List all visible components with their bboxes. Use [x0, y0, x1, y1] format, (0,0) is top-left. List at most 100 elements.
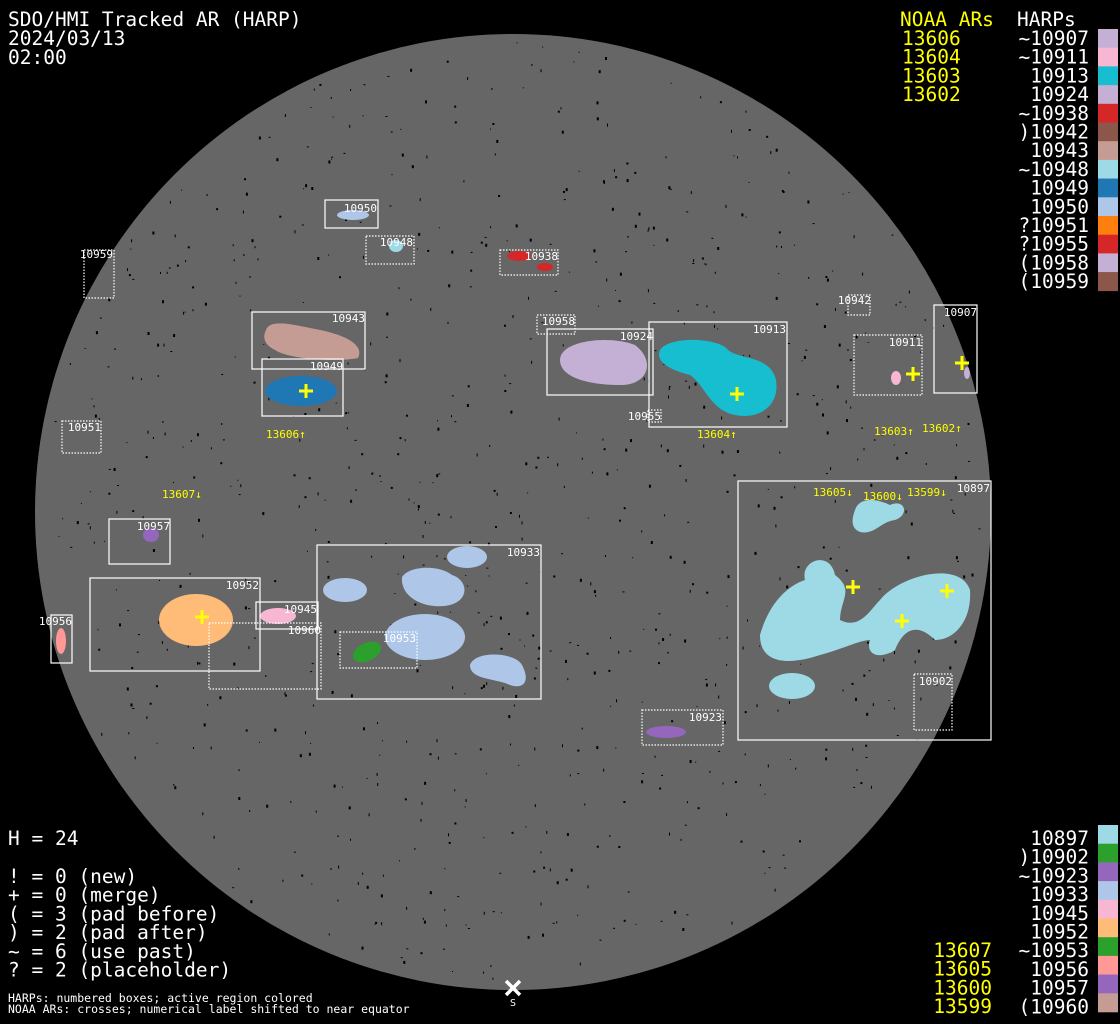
noaa-label-13605: 13605↓	[813, 486, 853, 499]
harp-box-10942[interactable]: 10942	[838, 294, 871, 316]
footer-note-harps: HARPs: numbered boxes; active region col…	[8, 991, 313, 1005]
harp-box-label: 10957	[137, 520, 170, 533]
harp-box-10948[interactable]: 10948	[365, 235, 415, 265]
harp-legend-label: ~10923	[1019, 864, 1089, 887]
region-10957	[143, 528, 159, 542]
harp-box-label: 10951	[68, 421, 101, 434]
region-10952	[159, 594, 233, 646]
harp-color-swatch	[1098, 825, 1118, 844]
harp-box-10959[interactable]: 10959	[80, 248, 115, 299]
status-count-line: ( = 3 (pad before)	[8, 902, 219, 925]
harp-legend-label: (10960	[1019, 995, 1089, 1018]
noaa-legend-item: 13605	[933, 958, 992, 981]
harp-color-swatch	[1098, 937, 1118, 957]
harp-box-label: 10923	[689, 711, 722, 724]
harp-legend-label: 10897	[1030, 827, 1089, 850]
region-10907	[964, 367, 970, 379]
harp-box-10911[interactable]: 10911	[853, 334, 923, 396]
region-10897	[760, 560, 971, 661]
harp-color-swatch	[1098, 272, 1118, 292]
region-10911	[891, 371, 901, 385]
noaa-label-13606: 13606↑	[266, 428, 306, 441]
harp-box-10924[interactable]: 10924	[546, 328, 654, 396]
page-title: SDO/HMI Tracked AR (HARP)	[8, 8, 302, 31]
harp-box-10933[interactable]: 10933	[316, 544, 542, 700]
harp-box-10952[interactable]: 10952	[89, 577, 261, 672]
harp-box-10955[interactable]: 10955	[628, 409, 662, 423]
harp-color-swatch	[1098, 47, 1118, 67]
noaa-label-13604: 13604↑	[697, 428, 737, 441]
harp-box-label: 10960	[288, 624, 321, 637]
harp-color-swatch	[1098, 103, 1118, 123]
harp-legend-label: ~10907	[1019, 27, 1089, 50]
harp-box-label: 10956	[39, 615, 72, 628]
region-10953	[352, 641, 382, 663]
region-10933	[470, 654, 526, 687]
noaa-cross-icon	[940, 584, 954, 598]
harp-box-label: 10907	[944, 306, 977, 319]
harp-box-10945[interactable]: 10945	[255, 601, 319, 630]
harp-box-10902[interactable]: 10902	[913, 673, 953, 731]
harp-box-label: 10952	[226, 579, 259, 592]
harp-box-label: 10902	[919, 675, 952, 688]
harp-boxes: 10950 10948 10959 10938 10943 10949 1095…	[39, 199, 992, 746]
date-label: 2024/03/13	[8, 27, 125, 50]
harp-box-10938[interactable]: 10938	[499, 249, 559, 276]
harp-box-label: 10950	[344, 202, 377, 215]
harp-box-10923[interactable]: 10923	[641, 709, 724, 746]
harp-box-10950[interactable]: 10950	[324, 199, 379, 229]
harp-legend-label: ?10951	[1019, 214, 1089, 237]
noaa-crosses	[195, 356, 969, 628]
region-10956	[56, 628, 66, 654]
harp-box-label: 10938	[525, 250, 558, 263]
noaa-cross-icon	[895, 614, 909, 628]
magnetogram-speckles	[54, 42, 981, 980]
region-10924	[560, 340, 647, 385]
noaa-legend-item: 13602	[902, 83, 961, 106]
status-count-line: ~ = 6 (use past)	[8, 940, 196, 963]
harp-box-10913[interactable]: 10913	[648, 321, 788, 428]
status-count-line: + = 0 (merge)	[8, 884, 161, 907]
noaa-label-13603: 13603↑	[874, 425, 914, 438]
harp-box-10897[interactable]: 10897	[737, 480, 992, 741]
region-10897	[769, 673, 815, 699]
harp-box-label: 10949	[310, 360, 343, 373]
harp-box-10953[interactable]: 10953	[339, 631, 418, 669]
region-10950	[337, 210, 369, 220]
harp-legend-label: 10933	[1030, 883, 1089, 906]
harp-color-swatch	[1098, 974, 1118, 994]
harp-color-swatch	[1098, 141, 1118, 161]
harp-box-10907[interactable]: 10907	[933, 304, 978, 394]
harp-color-swatch	[1098, 253, 1118, 273]
noaa-label-13599: 13599↓	[907, 486, 947, 499]
harp-box-label: 10945	[284, 603, 317, 616]
harp-box-label: 10911	[889, 336, 922, 349]
harp-legend-label: (10958	[1019, 251, 1089, 274]
harp-box-10958[interactable]: 10958	[536, 314, 576, 335]
noaa-legend-item: 13603	[902, 64, 961, 87]
region-10897	[852, 500, 905, 533]
harp-box-label: 10924	[620, 330, 653, 343]
noaa-legend-item: 13604	[902, 46, 961, 69]
harp-box-label: 10913	[753, 323, 786, 336]
harp-box-10956[interactable]: 10956	[39, 614, 73, 664]
harp-box-10960[interactable]: 10960	[208, 622, 322, 690]
region-10938	[507, 251, 531, 261]
harp-color-swatch	[1098, 66, 1118, 86]
harp-box-label: 10955	[628, 410, 661, 423]
harp-color-swatch	[1098, 216, 1118, 235]
harp-color-swatch	[1098, 178, 1118, 198]
harp-box-10951[interactable]: 10951	[61, 420, 102, 454]
harp-box-10949[interactable]: 10949	[261, 358, 344, 417]
harp-legend-label: )10902	[1019, 846, 1089, 869]
region-10933	[401, 567, 465, 607]
harp-box-10957[interactable]: 10957	[108, 518, 171, 565]
harp-legend-label: )10942	[1019, 121, 1089, 144]
region-10943	[264, 323, 360, 360]
noaa-cross-icon	[195, 610, 209, 624]
harp-legend-label: 10913	[1030, 64, 1089, 87]
harp-color-swatch	[1098, 122, 1118, 142]
harp-box-label: 10897	[957, 482, 990, 495]
harp-legend-label: 10956	[1030, 958, 1089, 981]
harp-box-10943[interactable]: 10943	[251, 311, 366, 370]
